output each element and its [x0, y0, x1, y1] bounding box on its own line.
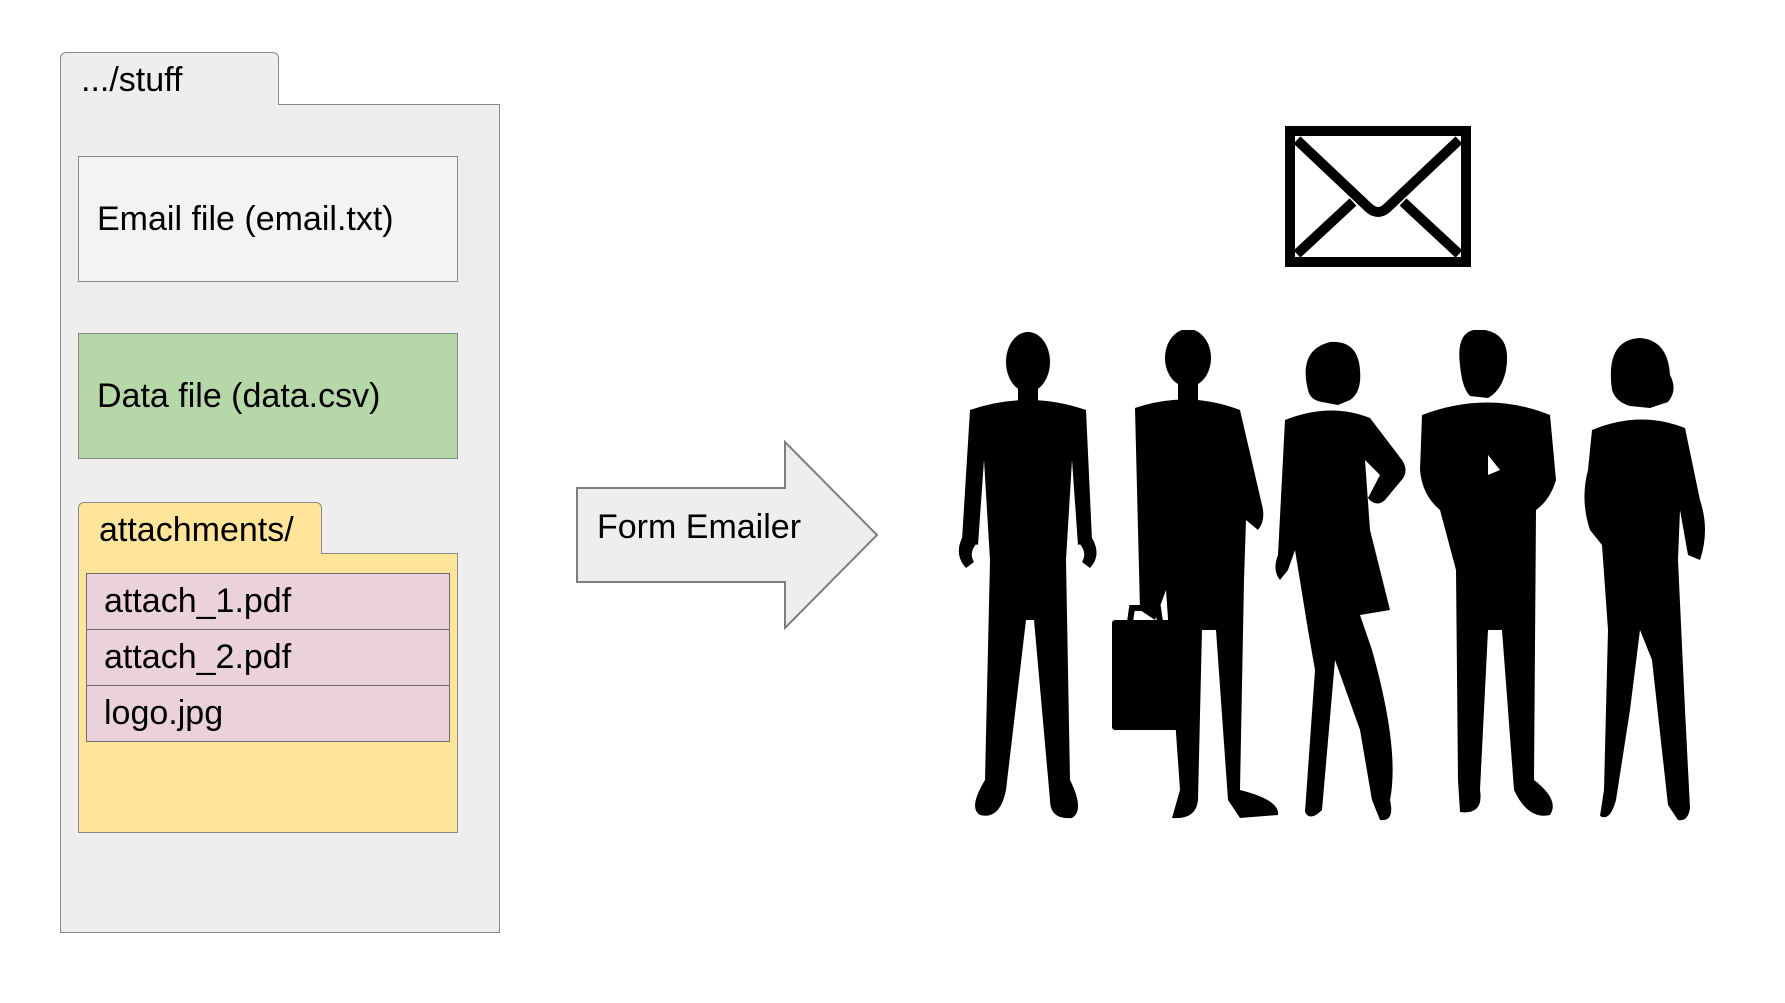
attachment-item: logo.jpg — [86, 686, 450, 742]
stuff-folder-tab: .../stuff — [60, 52, 279, 105]
envelope-icon — [1285, 126, 1471, 267]
people-silhouettes-icon — [958, 330, 1705, 821]
attachment-item: attach_1.pdf — [86, 573, 450, 630]
attachment-item-label: attach_1.pdf — [104, 582, 292, 620]
attachments-folder-name: attachments/ — [99, 511, 294, 549]
email-file-box: Email file (email.txt) — [78, 156, 458, 282]
silhouette-man-2 — [1112, 330, 1279, 819]
attachment-item: attach_2.pdf — [86, 630, 450, 686]
data-file-box: Data file (data.csv) — [78, 333, 458, 459]
form-emailer-arrow — [576, 440, 879, 630]
silhouette-man-3 — [1420, 330, 1556, 816]
silhouette-man-1 — [958, 332, 1097, 819]
data-file-label: Data file (data.csv) — [97, 376, 381, 415]
form-emailer-label: Form Emailer — [597, 508, 802, 546]
attachments-folder-tab: attachments/ — [78, 502, 322, 554]
silhouette-woman-1 — [1275, 341, 1406, 821]
stuff-folder-name: .../stuff — [81, 61, 183, 99]
email-file-label: Email file (email.txt) — [97, 199, 394, 238]
silhouette-woman-2 — [1584, 338, 1705, 821]
attachment-item-label: attach_2.pdf — [104, 638, 292, 676]
attachment-item-label: logo.jpg — [104, 694, 224, 732]
attachments-list: attach_1.pdf attach_2.pdf logo.jpg — [86, 573, 450, 742]
